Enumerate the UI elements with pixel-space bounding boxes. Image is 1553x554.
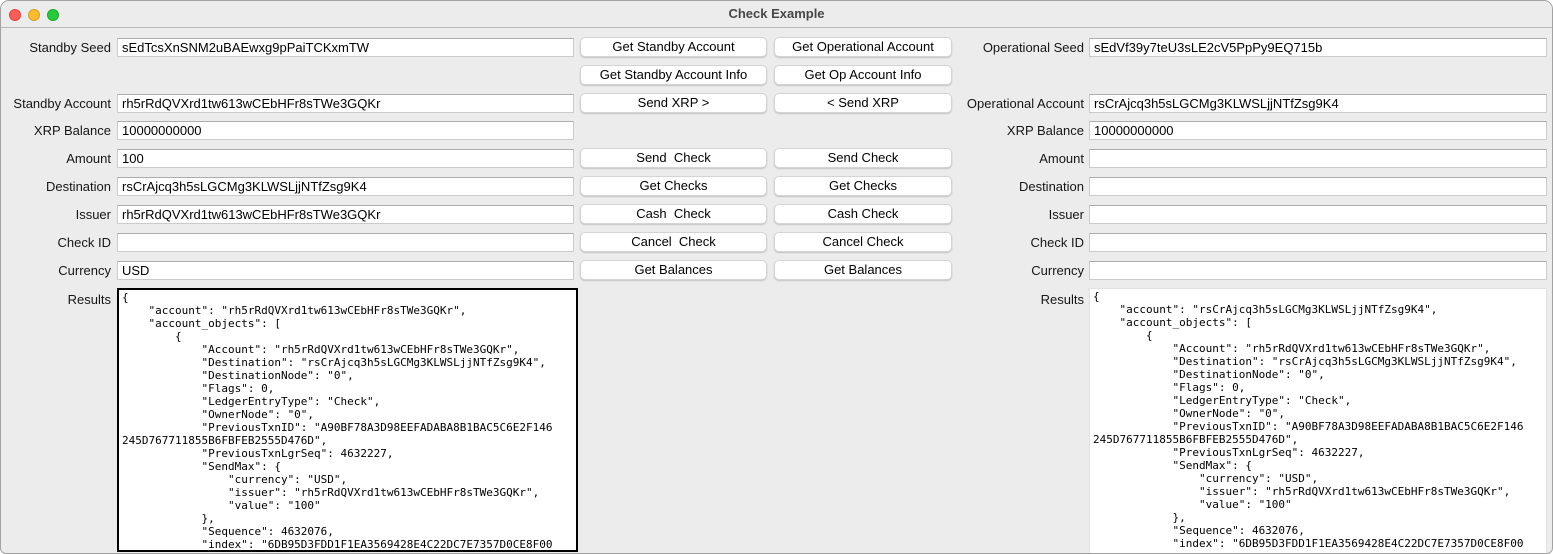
operational-results-textarea[interactable]: { "account": "rsCrAjcq3h5sLGCMg3KLWSLjjN… — [1089, 288, 1547, 553]
operational-seed-field[interactable] — [1089, 38, 1547, 57]
get-balances-standby-button[interactable]: Get Balances — [580, 260, 767, 280]
operational-xrp-balance-field[interactable] — [1089, 121, 1547, 140]
get-checks-operational-button[interactable]: Get Checks — [774, 176, 952, 196]
get-op-account-info-button[interactable]: Get Op Account Info — [774, 65, 952, 85]
operational-account-label: Operational Account — [966, 96, 1084, 111]
operational-amount-label: Amount — [1039, 151, 1084, 166]
operational-results-label: Results — [1040, 292, 1084, 307]
operational-results-text: { "account": "rsCrAjcq3h5sLGCMg3KLWSLjjN… — [1093, 290, 1524, 550]
standby-account-field[interactable] — [117, 94, 574, 113]
standby-xrp-balance-field[interactable] — [117, 121, 574, 140]
standby-issuer-field[interactable] — [117, 205, 574, 224]
zoom-button[interactable] — [47, 9, 59, 21]
get-balances-operational-button[interactable]: Get Balances — [774, 260, 952, 280]
standby-currency-field[interactable] — [117, 261, 574, 280]
operational-currency-field[interactable] — [1089, 261, 1547, 280]
get-operational-account-button[interactable]: Get Operational Account — [774, 37, 952, 57]
standby-amount-field[interactable] — [117, 149, 574, 168]
send-xrp-operational-button[interactable]: < Send XRP — [774, 93, 952, 113]
standby-results-label: Results — [67, 292, 111, 307]
get-standby-account-button[interactable]: Get Standby Account — [580, 37, 767, 57]
operational-issuer-label: Issuer — [1048, 207, 1084, 222]
operational-check-id-label: Check ID — [1030, 235, 1084, 250]
standby-seed-label: Standby Seed — [29, 40, 111, 55]
standby-seed-field[interactable] — [117, 38, 574, 57]
standby-account-label: Standby Account — [13, 96, 111, 111]
operational-check-id-field[interactable] — [1089, 233, 1547, 252]
window-title: Check Example — [728, 6, 825, 21]
standby-check-id-label: Check ID — [57, 235, 111, 250]
minimize-button[interactable] — [28, 9, 40, 21]
operational-currency-label: Currency — [1031, 263, 1084, 278]
standby-issuer-label: Issuer — [75, 207, 111, 222]
operational-seed-label: Operational Seed — [982, 40, 1084, 55]
standby-check-id-field[interactable] — [117, 233, 574, 252]
send-check-operational-button[interactable]: Send Check — [774, 148, 952, 168]
traffic-lights — [9, 9, 59, 21]
operational-destination-label: Destination — [1018, 179, 1084, 194]
operational-account-field[interactable] — [1089, 94, 1547, 113]
standby-destination-label: Destination — [45, 179, 111, 194]
standby-destination-field[interactable] — [117, 177, 574, 196]
cancel-check-standby-button[interactable]: Cancel Check — [580, 232, 767, 252]
close-button[interactable] — [9, 9, 21, 21]
get-standby-account-info-button[interactable]: Get Standby Account Info — [580, 65, 767, 85]
cancel-check-operational-button[interactable]: Cancel Check — [774, 232, 952, 252]
titlebar: Check Example — [1, 1, 1552, 28]
cash-check-standby-button[interactable]: Cash Check — [580, 204, 767, 224]
standby-results-text: { "account": "rh5rRdQVXrd1tw613wCEbHFr8s… — [122, 291, 553, 551]
operational-issuer-field[interactable] — [1089, 205, 1547, 224]
standby-xrp-balance-label: XRP Balance — [33, 123, 111, 138]
get-checks-standby-button[interactable]: Get Checks — [580, 176, 767, 196]
standby-currency-label: Currency — [58, 263, 111, 278]
operational-amount-field[interactable] — [1089, 149, 1547, 168]
standby-results-textarea[interactable]: { "account": "rh5rRdQVXrd1tw613wCEbHFr8s… — [117, 288, 578, 552]
send-xrp-standby-button[interactable]: Send XRP > — [580, 93, 767, 113]
operational-destination-field[interactable] — [1089, 177, 1547, 196]
standby-amount-label: Amount — [66, 151, 111, 166]
cash-check-operational-button[interactable]: Cash Check — [774, 204, 952, 224]
operational-xrp-balance-label: XRP Balance — [1006, 123, 1084, 138]
send-check-standby-button[interactable]: Send Check — [580, 148, 767, 168]
